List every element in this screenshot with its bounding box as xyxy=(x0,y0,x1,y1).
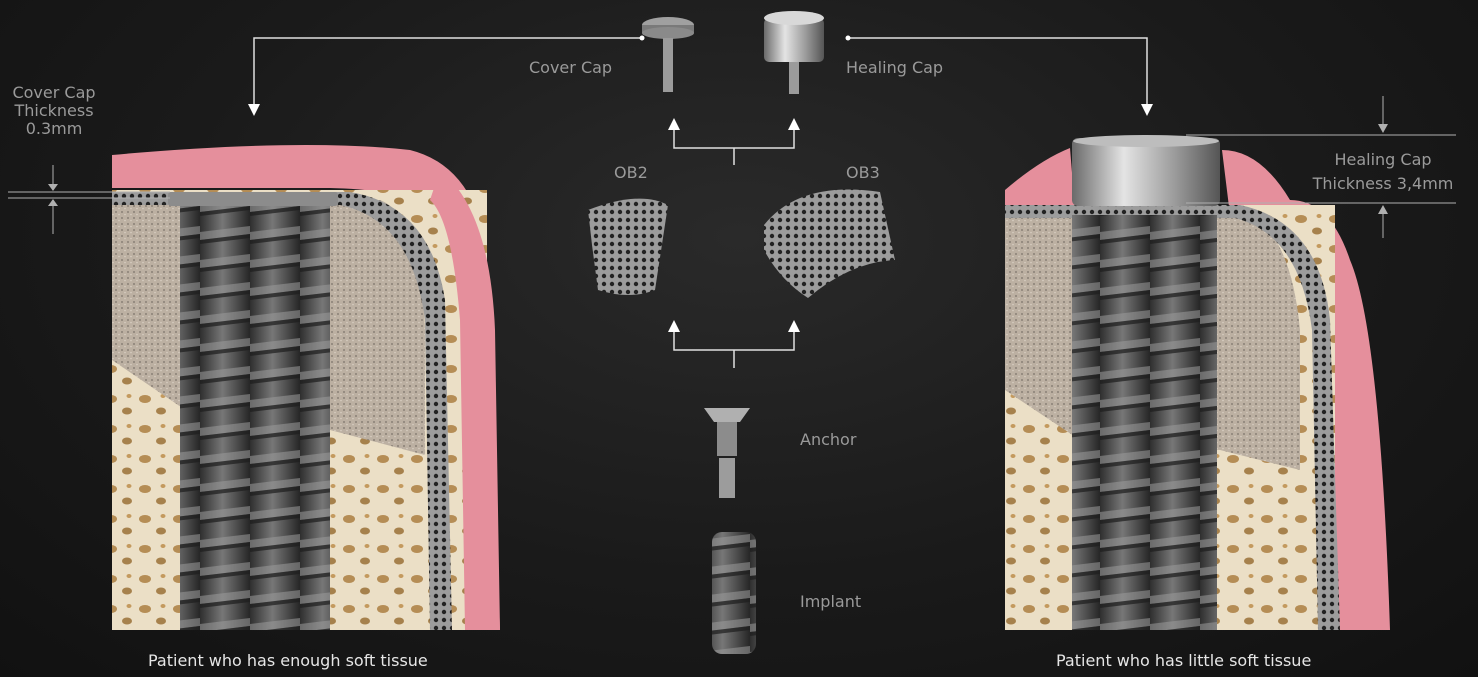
anchor-label: Anchor xyxy=(800,430,856,449)
ob2-mesh-part xyxy=(588,199,668,295)
ob3-mesh-part xyxy=(764,189,895,298)
cover-cap-thickness-line-3: 0.3mm xyxy=(0,120,108,138)
healing-cap-thickness-line-2: Thickness 3,4mm xyxy=(1290,172,1476,196)
implant-label: Implant xyxy=(800,592,861,611)
healing-cap-thickness-label: Healing Cap Thickness 3,4mm xyxy=(1290,148,1476,196)
cover-cap-thickness-line-1: Cover Cap xyxy=(0,84,108,102)
right-cross-section xyxy=(1005,135,1390,630)
right-caption: Patient who has little soft tissue xyxy=(1056,651,1311,670)
cover-cap-thickness-line-2: Thickness xyxy=(0,102,108,120)
left-caption: Patient who has enough soft tissue xyxy=(148,651,428,670)
healing-cap-thickness-line-1: Healing Cap xyxy=(1290,148,1476,172)
implant-part xyxy=(712,532,756,654)
ob3-label: OB3 xyxy=(846,163,880,182)
cover-cap-label: Cover Cap xyxy=(529,58,612,77)
ob2-label: OB2 xyxy=(614,163,648,182)
healing-cap-label: Healing Cap xyxy=(846,58,943,77)
cover-cap-thickness-label: Cover Cap Thickness 0.3mm xyxy=(0,84,108,138)
left-cross-section xyxy=(112,145,500,630)
cover-cap-part xyxy=(642,17,694,92)
anchor-part xyxy=(704,408,750,498)
healing-cap-part xyxy=(764,11,824,94)
